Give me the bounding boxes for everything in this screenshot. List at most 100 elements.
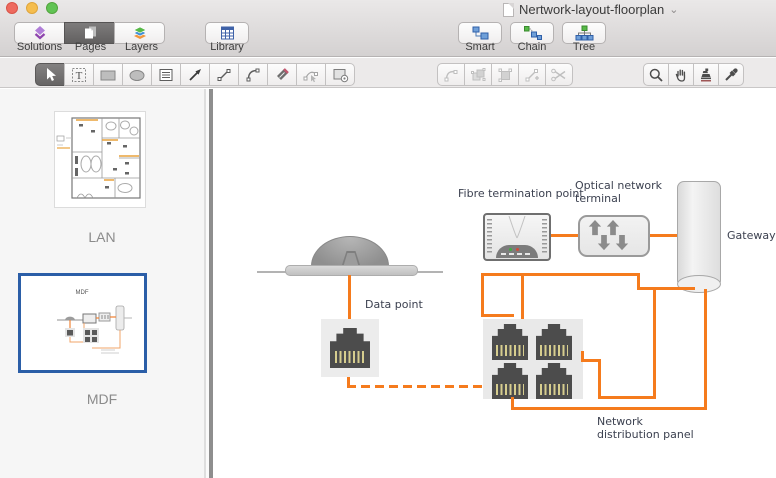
wire-mid-v[interactable] [598,359,601,399]
ceiling-mount-bar[interactable] [285,265,418,276]
wire-bottom-h[interactable] [511,407,707,410]
wire-ont-to-gateway[interactable] [650,234,677,237]
wire-right-v[interactable] [653,287,656,399]
library-button[interactable] [205,22,249,44]
main-toolbar: Nertwork-layout-floorplan ⌄ [0,0,776,57]
pages-button[interactable] [64,22,115,44]
add-segment-tool-button[interactable] [518,63,546,86]
data-point-shape[interactable] [321,319,379,377]
wire-panel-stub-h[interactable] [581,359,601,362]
arc-icon [245,67,261,83]
pages-label: Pages [74,41,107,53]
reshape-tool-button[interactable] [437,63,465,86]
ellipse-tool-button[interactable] [122,63,152,86]
node-edit-tool-button[interactable] [296,63,326,86]
wire-mid-h[interactable] [598,396,656,399]
network-distribution-panel-shape[interactable] [483,319,583,399]
sidebar-splitter[interactable] [204,89,213,478]
ungroup-tool-button[interactable] [491,63,519,86]
eyedropper-tool-button[interactable] [718,63,744,86]
wire-drop1-v[interactable] [481,273,484,317]
wire-ap-to-datapoint[interactable] [348,275,351,319]
layers-button[interactable] [114,22,165,44]
wire-ftp-to-ont[interactable] [551,234,578,237]
rectangle-icon [99,67,117,83]
gateway-shape[interactable] [677,181,721,293]
group-tool-button[interactable] [464,63,492,86]
page-thumbnail-mdf[interactable]: MDF [18,273,147,373]
ftp-front-arch [496,245,538,258]
add-segment-icon [524,67,540,83]
wire-panel-stub-v[interactable] [581,351,584,362]
ftp-vents-right [542,219,547,255]
rj45-jack-icon [536,363,572,399]
gateway-label[interactable]: Gateway [727,229,776,242]
scissors-icon [550,67,568,83]
traffic-lights [6,2,58,14]
tree-connector-button[interactable] [562,22,606,44]
page-label-lan[interactable]: LAN [88,229,116,245]
wire-datapoint-dashed-h[interactable] [347,385,483,388]
chevron-down-icon: ⌄ [669,4,679,16]
fibre-termination-point-shape[interactable] [483,213,551,261]
shape-edit-tool-button[interactable] [325,63,355,86]
arc-tool-button[interactable] [238,63,268,86]
wire-step-v[interactable] [637,273,640,290]
optical-network-terminal-label[interactable]: Optical network terminal [575,179,663,205]
zoom-window-button[interactable] [46,2,58,14]
zoom-tool-button[interactable] [643,63,669,86]
rj45-pins [334,351,366,364]
wire-datapoint-dashed-v[interactable] [347,377,350,389]
select-tool-button[interactable] [35,63,65,86]
page-thumbnail-lan[interactable] [54,111,146,208]
cut-tool-button[interactable] [545,63,573,86]
svg-text:T: T [76,70,83,82]
smart-connector-button[interactable] [458,22,502,44]
rj45-jack-icon [330,328,370,368]
stamp-tool-button[interactable] [693,63,719,86]
optical-network-terminal-shape[interactable] [578,215,650,257]
rectangle-tool-button[interactable] [93,63,123,86]
text-tool-button[interactable]: T [64,63,94,86]
document-title: Nertwork-layout-floorplan [519,2,665,17]
mdf-preview-title: MDF [76,290,89,296]
page-label-mdf[interactable]: MDF [86,391,118,407]
minimize-button[interactable] [26,2,38,14]
reshape-icon [443,67,459,83]
pen-icon [274,67,290,83]
drawing-toolbar: T [0,58,776,88]
layers-label: Layers [124,41,159,53]
pan-tool-button[interactable] [668,63,694,86]
document-title-menu[interactable]: Nertwork-layout-floorplan ⌄ [503,2,678,17]
wire-drop2-v[interactable] [521,273,524,319]
ont-arrows-icon [588,219,629,251]
network-distribution-panel-label[interactable]: Network distribution panel [597,415,694,441]
data-point-label[interactable]: Data point [365,298,423,311]
wire-step-h[interactable] [637,287,695,290]
mdf-diagram-preview: MDF [57,290,132,354]
wire-gateway-bottom-v[interactable] [704,289,707,410]
eyedropper-icon [723,67,739,83]
drawing-canvas[interactable]: Data point Fibre termination point Optic… [213,89,776,478]
text-tool-icon: T [71,67,87,83]
ungroup-icon [497,67,513,83]
chain-connector-button[interactable] [510,22,554,44]
pen-tool-button[interactable] [267,63,297,86]
pages-icon [81,25,99,41]
text-block-tool-button[interactable] [151,63,181,86]
select-cursor-icon [42,67,58,83]
rj45-jack-icon [492,363,528,399]
ellipse-icon [128,67,146,83]
close-button[interactable] [6,2,18,14]
wireless-access-point-shape[interactable] [311,236,389,266]
rj45-jack-icon [492,324,528,360]
wire-panel-top-h[interactable] [481,273,640,276]
library-label: Library [210,41,244,53]
fibre-termination-point-label[interactable]: Fibre termination point [458,187,584,200]
line-tool-button[interactable] [209,63,239,86]
wire-jack-drop-v[interactable] [511,397,514,410]
wire-drop1-h[interactable] [481,314,514,317]
arrow-tool-button[interactable] [180,63,210,86]
tree-label: Tree [572,41,596,53]
magnifier-icon [648,67,664,83]
